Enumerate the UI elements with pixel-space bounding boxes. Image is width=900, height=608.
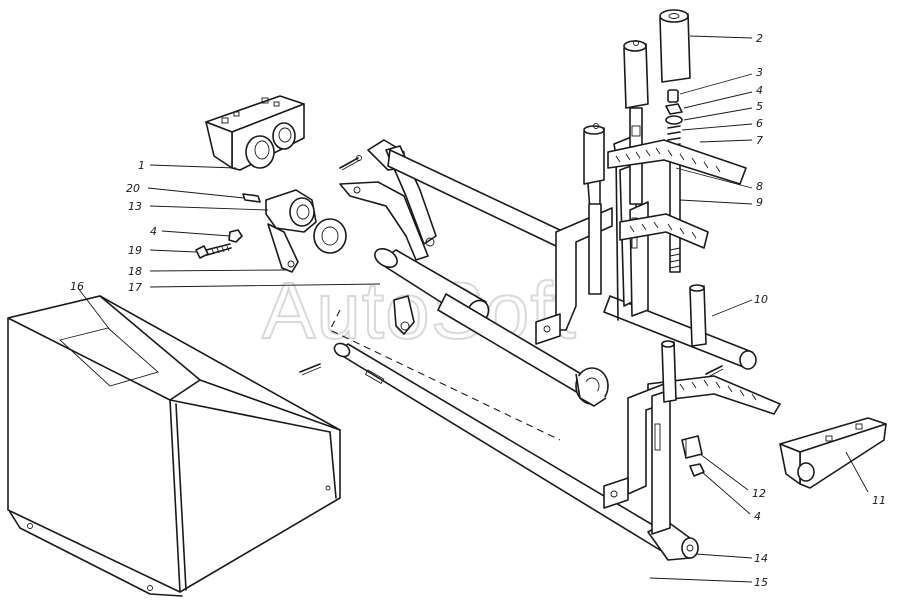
- callout-4-left: 4: [150, 225, 157, 238]
- callout-16: 16: [70, 280, 84, 293]
- nut-left: [228, 229, 243, 243]
- nut-4-upper: [665, 103, 683, 115]
- callout-18: 18: [128, 265, 142, 278]
- callout-20: 20: [126, 182, 140, 195]
- toothed-sector-upper: [607, 139, 747, 185]
- callout-15: 15: [754, 576, 768, 589]
- callout-2: 2: [756, 32, 763, 45]
- callout-19: 19: [128, 244, 142, 257]
- callout-3: 3: [756, 66, 763, 79]
- right-shaft: [603, 295, 757, 370]
- cover-housing: [7, 295, 341, 597]
- mid-shaft: [437, 293, 609, 407]
- grip-2: [659, 9, 691, 83]
- pin-3: [667, 89, 679, 103]
- cotter-pin-top: [339, 155, 362, 171]
- washer-5: [665, 115, 683, 125]
- cotter-pin-left: [299, 363, 322, 376]
- callout-4-lower: 4: [754, 510, 761, 523]
- lever-frame-lower: [603, 284, 707, 535]
- bracket-with-bushing: [205, 95, 305, 171]
- toothed-sector-middle: [619, 213, 709, 249]
- callout-7: 7: [756, 134, 763, 147]
- callout-9: 9: [756, 196, 763, 209]
- spring-6: [667, 125, 681, 153]
- callout-14: 14: [754, 552, 768, 565]
- grip-left: [583, 123, 605, 295]
- key: [242, 193, 261, 203]
- block-12: [681, 435, 703, 459]
- nut-4-lower: [689, 463, 705, 477]
- callout-6: 6: [756, 117, 763, 130]
- callout-12: 12: [752, 487, 766, 500]
- callout-10: 10: [754, 293, 768, 306]
- callout-17: 17: [128, 281, 142, 294]
- callout-4-upper: 4: [756, 84, 763, 97]
- bracket-right: [779, 417, 887, 489]
- callout-8: 8: [756, 180, 763, 193]
- leader-lines: [77, 35, 869, 583]
- callout-labels: 1 2 3 4 5 6 7 8 9 10 11 12 4 14 15 16 17…: [70, 32, 886, 589]
- callout-13: 13: [128, 200, 142, 213]
- lever-hub: [265, 189, 317, 273]
- callout-11: 11: [872, 494, 886, 507]
- washer: [313, 218, 347, 254]
- upper-lever: [339, 139, 437, 261]
- callout-5: 5: [756, 100, 763, 113]
- bolt: [195, 243, 232, 259]
- dashed-hidden-line: [329, 309, 561, 441]
- callout-1: 1: [138, 159, 145, 172]
